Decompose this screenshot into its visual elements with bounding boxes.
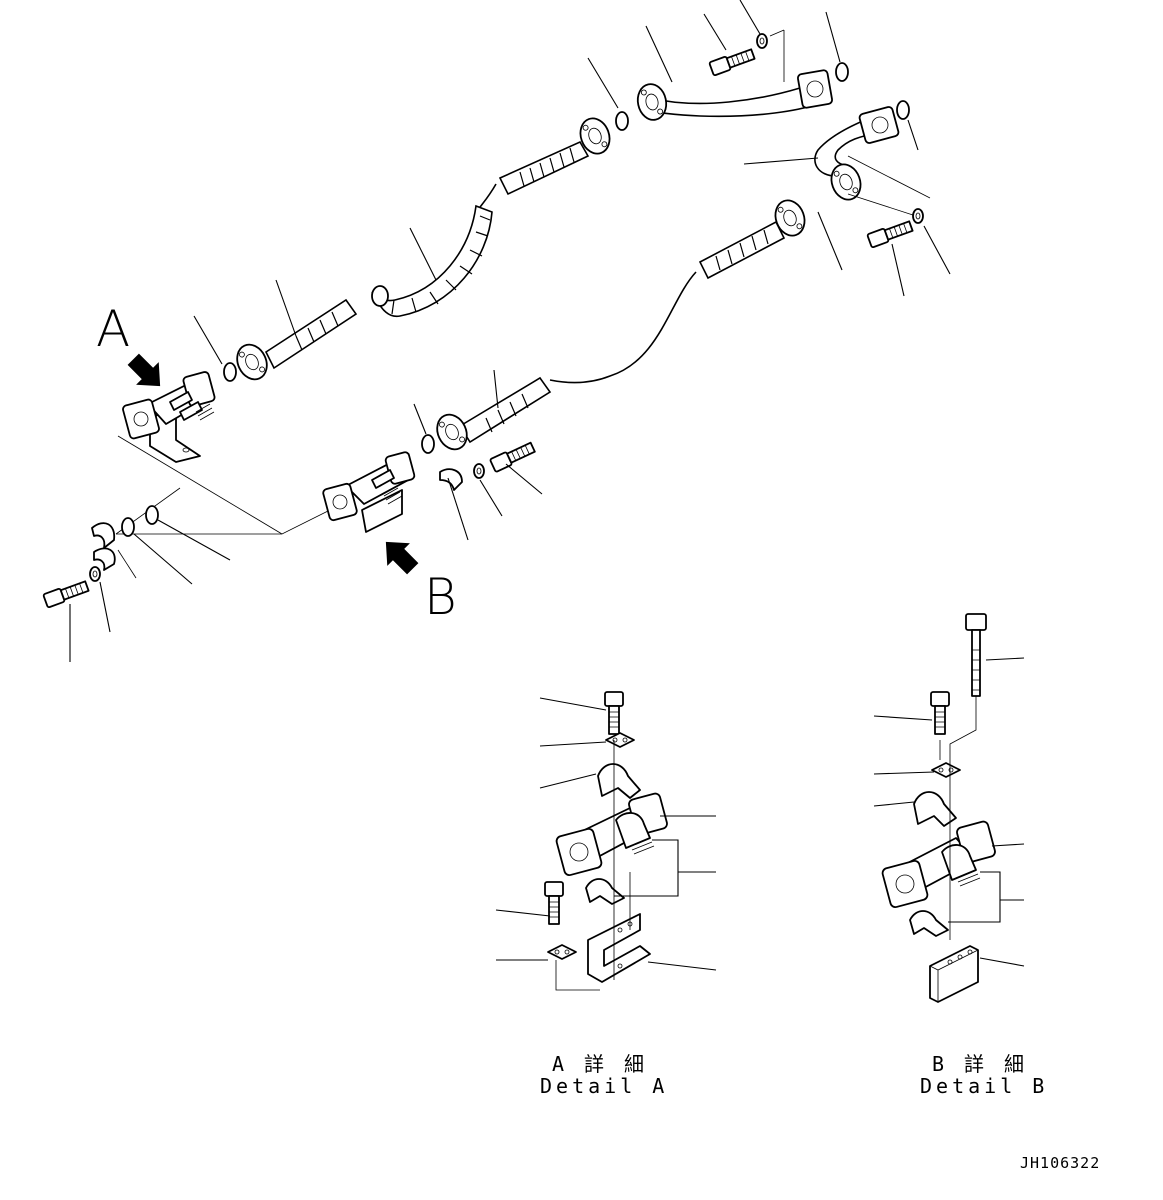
callout-b-label: B <box>424 568 457 626</box>
upper-pipe-elbow <box>633 69 833 124</box>
main-assembly <box>42 0 951 662</box>
split-flange-half <box>91 522 116 549</box>
detail-a-caption-jp: A 詳 細 <box>551 1052 649 1076</box>
bolt <box>930 691 950 735</box>
arrow-a-icon <box>127 353 161 387</box>
leader-group <box>847 155 931 217</box>
clamp-half-lower <box>585 878 625 905</box>
split-flange-half <box>93 547 116 571</box>
clamp-half-lower <box>909 910 949 937</box>
o-ring <box>896 100 910 120</box>
split-flange-half <box>439 468 463 491</box>
callout-a-label: A <box>96 300 131 358</box>
detail-b-view <box>873 613 1025 1003</box>
bolt <box>488 439 537 474</box>
bolt <box>544 881 564 925</box>
o-ring <box>223 362 237 382</box>
clamp-half-upper <box>913 791 957 827</box>
washer <box>912 208 924 224</box>
clamp-assembly-a <box>117 371 283 535</box>
leader-lines <box>873 657 1025 967</box>
leader-lines <box>495 697 717 971</box>
o-ring <box>145 505 159 525</box>
leader-group <box>769 29 785 82</box>
spacer-block <box>929 945 979 1003</box>
bolt <box>866 218 915 249</box>
clamp-assembly-b <box>115 451 416 535</box>
clamp-half-upper <box>597 763 641 799</box>
plate <box>605 732 635 748</box>
detail-a-caption-en: Detail A <box>540 1074 669 1098</box>
washer <box>473 463 485 479</box>
detail-b-caption-en: Detail B <box>920 1074 1049 1098</box>
plate <box>547 944 577 960</box>
o-ring <box>121 517 135 537</box>
right-pipe-elbow <box>814 106 900 205</box>
o-ring <box>615 111 629 131</box>
bolt <box>708 46 757 77</box>
bolt <box>604 691 624 735</box>
o-ring <box>835 62 849 82</box>
detail-b-caption-jp: B 詳 細 <box>931 1052 1029 1076</box>
drawing-code: JH106322 <box>1020 1154 1101 1172</box>
long-bolt <box>965 613 987 697</box>
o-ring <box>421 434 435 454</box>
bolt <box>42 578 91 609</box>
detail-a-view <box>495 691 717 991</box>
arrow-b-icon <box>385 541 419 575</box>
washer <box>756 33 768 49</box>
plate <box>931 762 961 778</box>
leader-lines <box>69 0 951 662</box>
washer <box>89 566 101 582</box>
bracket <box>587 913 651 983</box>
lower-hose <box>430 195 811 456</box>
upper-hose <box>230 113 616 386</box>
